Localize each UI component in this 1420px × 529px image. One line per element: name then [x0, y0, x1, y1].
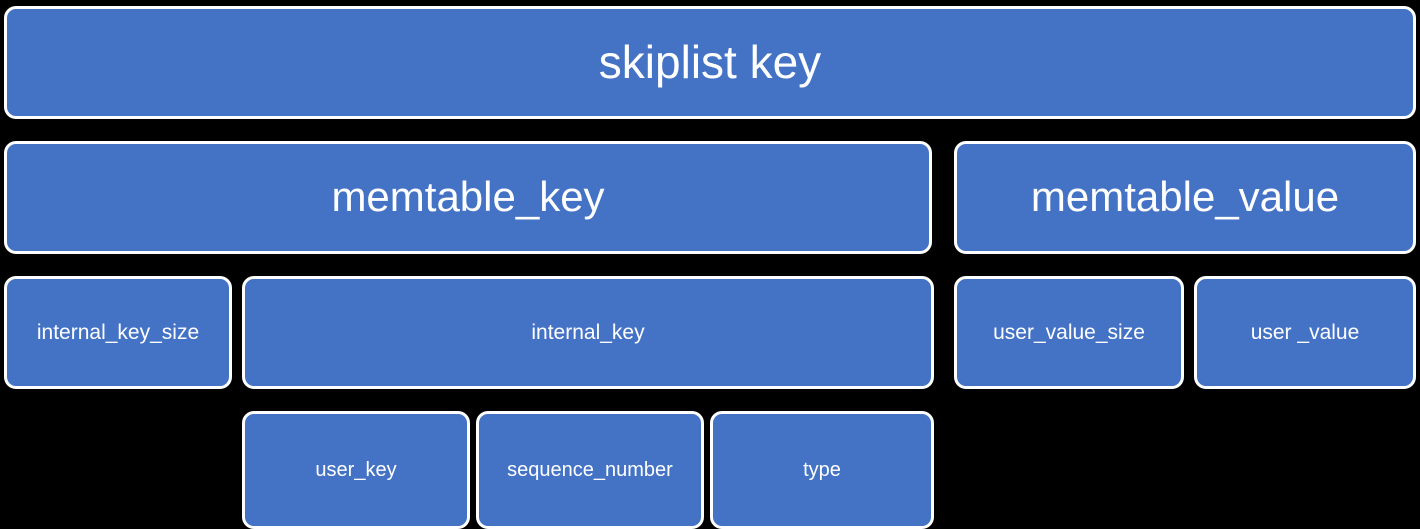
box-memtable-value: memtable_value [954, 141, 1416, 254]
box-label: user_value_size [993, 320, 1145, 344]
box-user-value: user _value [1194, 276, 1416, 389]
box-user-value-size: user_value_size [954, 276, 1184, 389]
box-label: internal_key_size [36, 320, 200, 344]
box-user-key: user_key [242, 411, 470, 529]
box-label: memtable_key [331, 173, 605, 221]
box-label: skiplist key [598, 36, 822, 89]
box-label: sequence_number [507, 459, 673, 481]
box-label: user _value [1250, 320, 1360, 344]
box-label: type [803, 459, 841, 481]
box-internal-key: internal_key [242, 276, 934, 389]
box-memtable-key: memtable_key [4, 141, 932, 254]
box-label: user_key [315, 459, 397, 481]
box-skiplist-key: skiplist key [4, 6, 1416, 119]
box-sequence-number: sequence_number [476, 411, 704, 529]
box-type: type [710, 411, 934, 529]
box-label: internal_key [531, 320, 645, 344]
box-label: memtable_value [1030, 173, 1340, 221]
box-internal-key-size: internal_key_size [4, 276, 232, 389]
